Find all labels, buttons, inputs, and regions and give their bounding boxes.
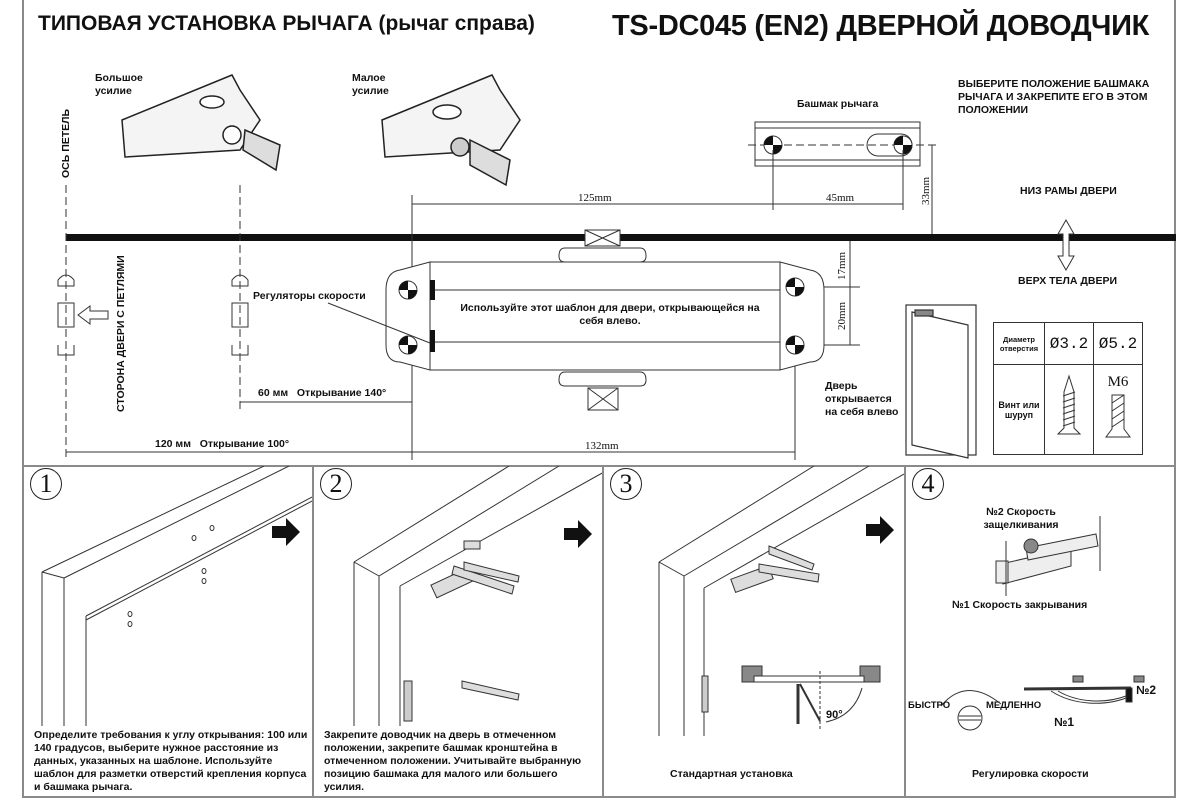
step-panel-1: 1 Определите требования к углу открывани… <box>22 466 312 798</box>
sheet-frame <box>22 0 1176 798</box>
next-step-arrow-icon <box>564 520 592 548</box>
label-hole-diameter: Диаметр отверстия <box>993 322 1045 365</box>
door-hinge-icon <box>403 680 413 722</box>
door-frame-marking-illustration <box>41 466 312 726</box>
next-step-arrow-icon <box>866 516 894 544</box>
step-number-1: 1 <box>30 468 62 500</box>
door-closer-body-template <box>385 229 825 411</box>
label-n1: №1 <box>1054 715 1075 729</box>
label-small-force: Малое усилие <box>352 72 389 97</box>
bolt-cell: M6 <box>1093 364 1143 455</box>
step-number-2: 2 <box>320 468 352 500</box>
wood-screw-icon <box>1044 364 1094 455</box>
label-latch-speed: №2 Скорость защелкивания <box>983 506 1059 531</box>
standard-installation-illustration <box>658 466 904 736</box>
title-product: TS-DC045 (EN2) ДВЕРНОЙ ДОВОДЧИК <box>612 10 1150 42</box>
bolt-icon <box>1105 394 1131 437</box>
step-2-instruction: Закрепите доводчик на дверь в отмеченном… <box>324 729 582 793</box>
dim-33mm: 33mm <box>920 176 932 205</box>
up-down-arrow-icon <box>1057 218 1075 272</box>
label-screw-type: Винт или шуруп <box>993 364 1045 455</box>
closing-arc-diagram <box>1023 675 1145 704</box>
hinge-icon <box>57 274 249 356</box>
label-large-force: Большое усилие <box>95 72 143 97</box>
step-number-3: 3 <box>610 468 642 500</box>
dim-60mm-140deg: 60 мм Открывание 140° <box>258 387 387 399</box>
step-panel-2: 2 Закрепите доводчик на дверь в отмеченн… <box>312 466 602 798</box>
dim-17mm: 17mm <box>836 251 848 280</box>
dim-125mm: 125mm <box>578 192 612 204</box>
template-usage-note: Используйте этот шаблон для двери, откры… <box>460 302 760 327</box>
hole-diameter-5-2: Ø5.2 <box>1093 322 1143 365</box>
lever-shoe-large-force-illustration <box>121 74 281 172</box>
dim-20mm: 20mm <box>836 301 848 330</box>
label-speed-regulators: Регуляторы скорости <box>253 290 366 302</box>
frame-door-line <box>66 234 1176 241</box>
label-lever-shoe: Башмак рычага <box>797 98 879 110</box>
drill-mark-icon <box>398 277 805 355</box>
mounting-template-drawing <box>57 74 1176 460</box>
speed-adjustment-caption: Регулировка скорости <box>972 768 1089 780</box>
label-door-top: ВЕРХ ТЕЛА ДВЕРИ <box>1018 275 1118 287</box>
label-n2: №2 <box>1136 683 1157 697</box>
dim-132mm: 132mm <box>585 440 619 452</box>
dim-120mm-100deg: 120 мм Открывание 100° <box>155 438 290 450</box>
bolt-m6-label: M6 <box>1107 373 1129 390</box>
standard-installation-caption: Стандартная установка <box>670 768 793 780</box>
label-fast: БЫСТРО <box>908 700 951 711</box>
dim-45mm: 45mm <box>826 192 855 204</box>
step-panel-4: 4 №2 Скорость защелкивания №1 Скорость з… <box>904 466 1176 798</box>
title-lever-installation: ТИПОВАЯ УСТАНОВКА РЫЧАГА (рычаг справа) <box>38 12 535 35</box>
shoe-position-instruction: ВЫБЕРИТЕ ПОЛОЖЕНИЕ БАШМАКА РЫЧАГА И ЗАКР… <box>958 78 1150 116</box>
lever-shoe-small-force-illustration <box>381 74 521 187</box>
label-closing-speed: №1 Скорость закрывания <box>952 599 1088 611</box>
speed-adjustment-illustration <box>940 516 1145 731</box>
label-hinge-axis: ОСЬ ПЕТЕЛЬ <box>60 108 72 178</box>
arrow-left-icon <box>77 305 109 325</box>
label-hinge-side: СТОРОНА ДВЕРИ С ПЕТЛЯМИ <box>115 255 127 412</box>
door-hinge-icon <box>701 675 709 713</box>
open-door-illustration <box>905 304 977 459</box>
screw-table: Диаметр отверстия Ø3.2 Ø5.2 Винт или шур… <box>993 322 1143 455</box>
label-slow: МЕДЛЕННО <box>986 700 1042 711</box>
hole-diameter-3-2: Ø3.2 <box>1044 322 1094 365</box>
step-number-4: 4 <box>912 468 944 500</box>
label-door-opens-left: Дверь открывается на себя влево <box>825 380 899 418</box>
next-step-arrow-icon <box>272 518 300 546</box>
step-1-instruction: Определите требования к углу открывания:… <box>34 729 308 793</box>
drill-mark-icon <box>763 135 913 155</box>
top-view-90deg-diagram <box>741 665 881 731</box>
section-divider <box>22 465 1176 467</box>
label-frame-bottom: НИЗ РАМЫ ДВЕРИ <box>1020 185 1117 197</box>
speed-screw-diagram <box>940 690 1002 731</box>
angle-90-label: 90° <box>826 709 843 721</box>
step-panel-3: 3 90° Стандартная установка <box>602 466 904 798</box>
closer-mounting-illustration <box>353 466 602 726</box>
